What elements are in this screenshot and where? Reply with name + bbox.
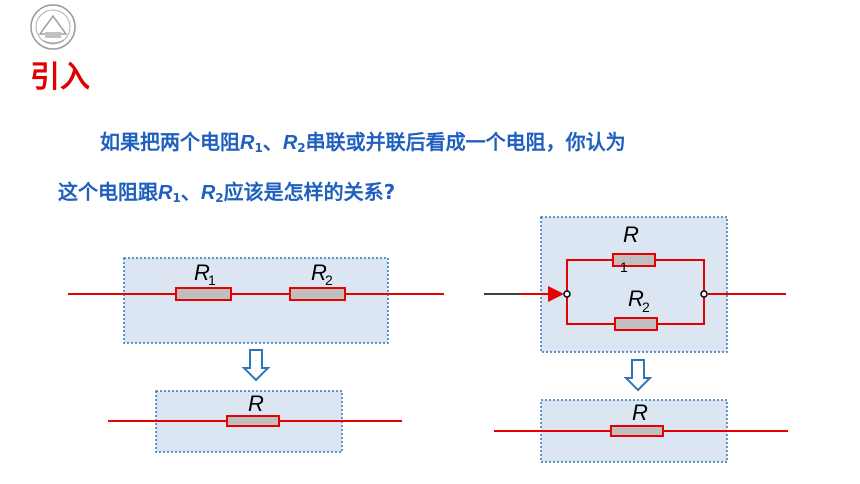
parallel-r2-label: R [628,286,644,311]
question-text-segment: 这个电阻跟 [58,180,158,204]
question-text: 如果把两个电阻R1、R2串联或并联后看成一个电阻，你认为 这个电阻跟R1、R2应… [58,120,828,220]
parallel-equivalent-resistor [610,425,664,437]
parallel-r1-subscript: 1 [620,259,628,275]
question-line-2: 这个电阻跟R1、R2应该是怎样的关系? [58,170,828,220]
series-resistor-r2 [289,287,346,301]
question-text-segment: 如果把两个电阻 [100,130,240,154]
series-r1-subscript: 1 [208,272,216,288]
parallel-branches [566,259,705,325]
series-equivalent-circuit: R [108,390,402,453]
question-text-segment: 串联或并联后看成一个电阻，你认为 [305,130,626,154]
university-seal-logo [30,4,76,50]
series-r2-subscript: 2 [325,272,333,288]
r1-subscript: 1 [254,141,263,155]
series-equivalent-label: R [248,391,264,416]
parallel-equivalent-label: R [632,400,648,425]
r1-subscript: 1 [172,191,181,205]
series-r1-label: R [194,260,210,285]
r1-symbol: R [240,132,255,154]
series-r2-label: R [311,260,327,285]
series-resistor-r1 [175,287,232,301]
r2-subscript: 2 [215,191,224,205]
series-box [123,257,389,344]
series-circuit: R 1 R 2 [68,257,444,344]
r2-symbol: R [200,182,216,204]
series-equivalent-resistor [226,415,280,427]
r1-symbol: R [158,182,173,204]
series-down-arrow-icon [241,349,271,382]
slide-title: 引入 [30,60,90,95]
r2-subscript: 2 [297,141,306,155]
separator: 、 [180,180,201,204]
separator: 、 [262,130,283,154]
parallel-r2-subscript: 2 [642,299,650,315]
question-text-segment: 应该是怎样的关系? [223,180,396,204]
parallel-resistor-r1 [612,253,656,267]
parallel-node-left [563,290,571,298]
question-line-1: 如果把两个电阻R1、R2串联或并联后看成一个电阻，你认为 [58,120,828,170]
parallel-down-arrow-icon [623,359,653,392]
r2-symbol: R [282,132,298,154]
parallel-equivalent-circuit: R [494,399,788,463]
parallel-resistor-r2 [614,317,658,331]
parallel-r1-label: R [623,222,639,247]
parallel-circuit: R 1 R 2 [484,216,786,353]
parallel-node-right [700,290,708,298]
